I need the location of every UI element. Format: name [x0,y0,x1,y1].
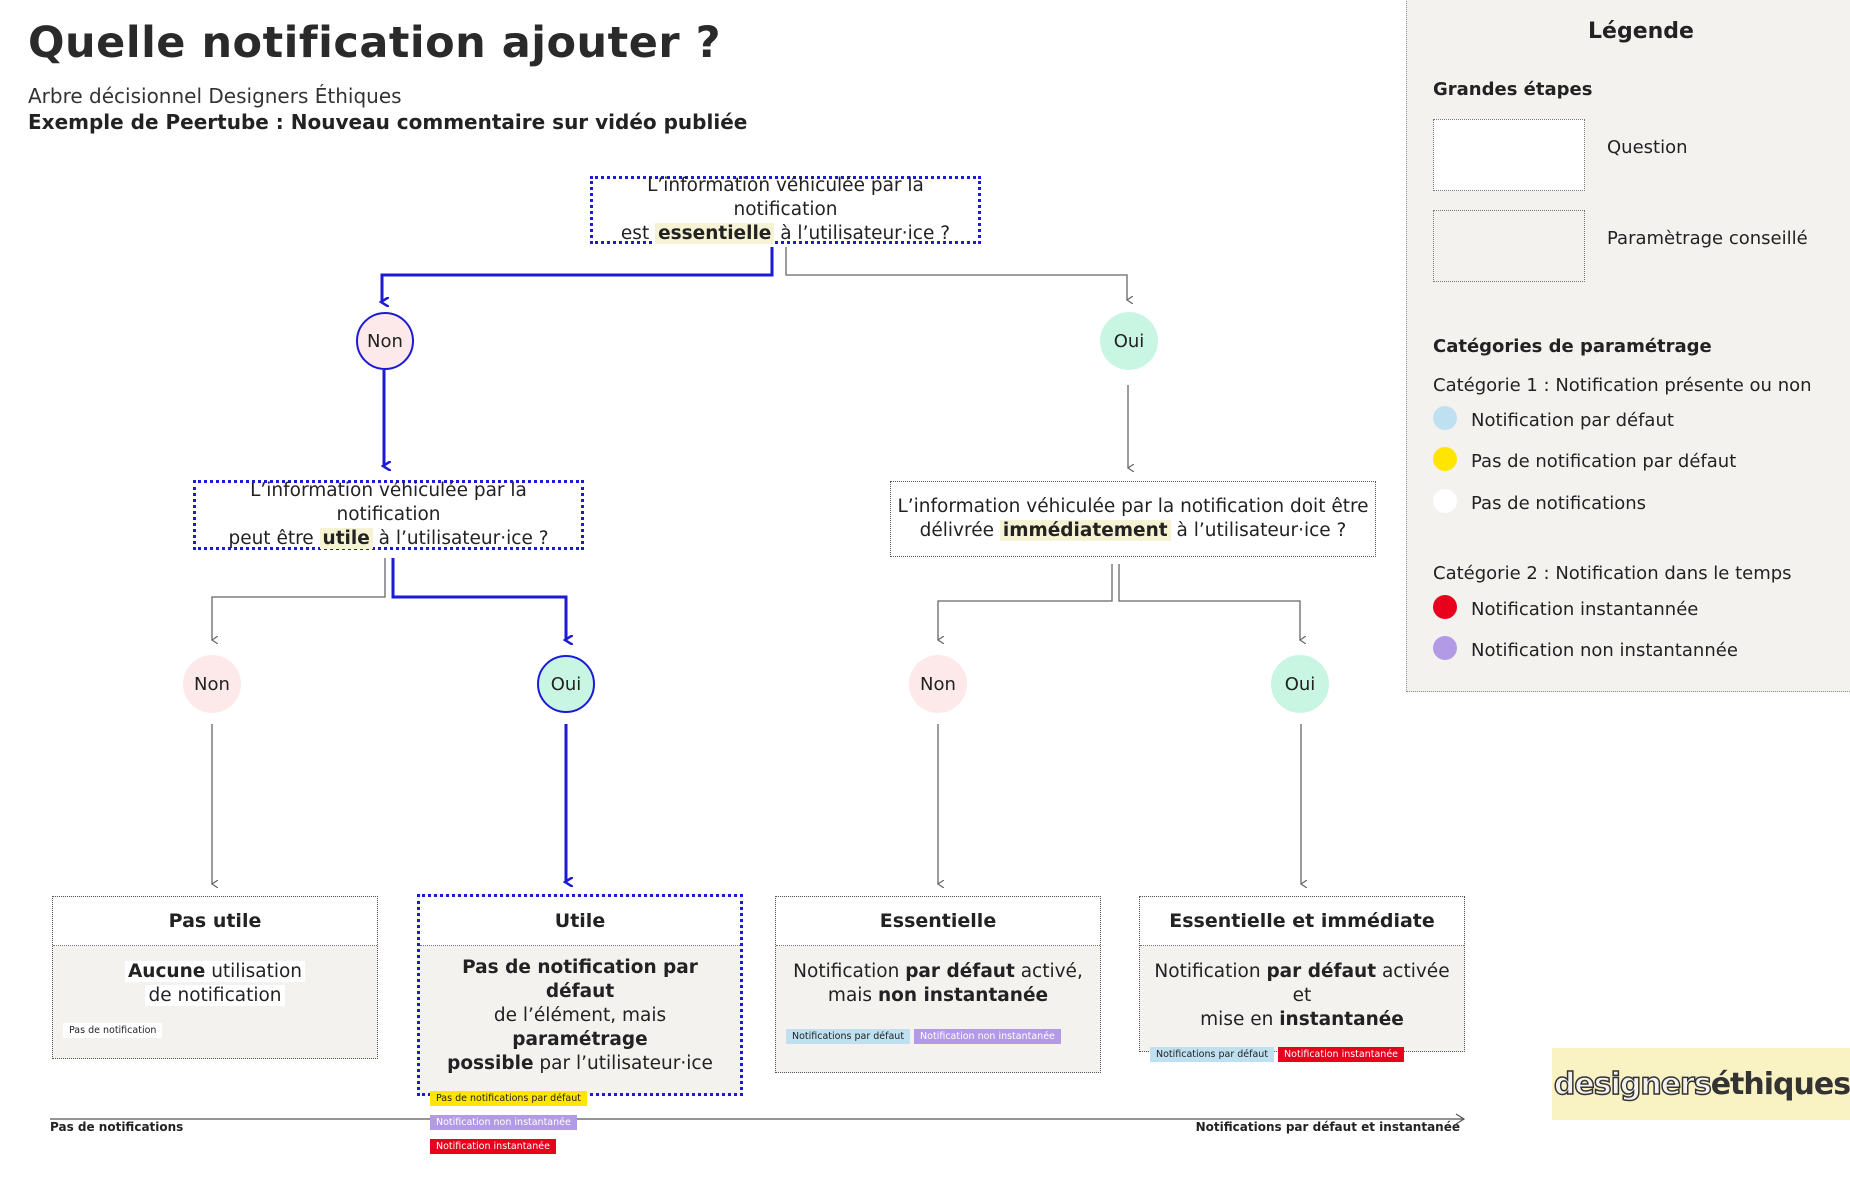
path-q3-oui [1118,564,1300,640]
legend-sample-parametrage [1433,210,1585,282]
tag-notification-non-instantanee: Notification non instantanée [430,1115,577,1130]
tag-notification-instantanee: Notification instantanée [430,1139,556,1154]
result-title: Essentielle et immédiate [1140,897,1464,946]
tag-notification-non-instantanee: Notification non instantanée [914,1029,1061,1044]
result-essentielle-immediate: Essentielle et immédiate Notification pa… [1139,896,1465,1062]
path-q3-non [938,564,1113,640]
page-title: Quelle notification ajouter ? [28,18,722,68]
legend-cat1-item2: Pas de notification par défaut [1471,451,1737,472]
path-q1-non [382,247,774,302]
axis-arrowhead [1455,1113,1466,1125]
answer-oui-q3: Oui [1271,655,1329,713]
legend-cat1-item3: Pas de notifications [1471,493,1646,514]
question-line2: est essentielle à l’utilisateur·ice ? [620,223,951,244]
question-line2: peut être utile à l’utilisateur·ice ? [228,528,549,549]
path-q1-oui [785,247,1127,300]
question-utile: L’information véhiculée par la notificat… [193,480,584,550]
result-title: Essentielle [776,897,1100,946]
question-line1: L’information véhiculée par la notificat… [897,496,1369,517]
legend-panel: Légende Grandes étapes Question Paramètr… [1406,0,1850,692]
answer-non-q2: Non [183,655,241,713]
result-title: Utile [420,897,740,946]
answer-non-q3: Non [909,655,967,713]
legend-cat1: Catégorie 1 : Notification présente ou n… [1433,375,1812,396]
result-pas-utile: Pas utile Aucune utilisation de notifica… [52,896,378,1059]
legend-section-categories: Catégories de paramétrage [1433,336,1712,357]
legend-dot-white [1433,489,1457,513]
result-tags: Pas de notifications par défautNotificat… [420,1082,740,1158]
answer-non-q1: Non [356,312,414,370]
legend-cat2-item1: Notification instantannée [1471,599,1699,620]
page-subtitle: Arbre décisionnel Designers Éthiques [28,84,402,108]
path-q2-non [212,558,386,640]
axis-label-right: Notifications par défaut et instantanée [1195,1120,1460,1134]
legend-dot-purple [1433,636,1457,660]
legend-cat2: Catégorie 2 : Notification dans le temps [1433,563,1792,584]
tag-pas-de-notification-par-defaut: Pas de notifications par défaut [430,1091,587,1106]
result-title: Pas utile [53,897,377,946]
axis-label-left: Pas de notifications [50,1120,184,1134]
legend-label-question: Question [1607,137,1688,158]
result-utile: Utile Pas de notification par défaut de … [417,894,743,1154]
legend-label-parametrage: Paramètrage conseillé [1607,228,1808,249]
legend-dot-red [1433,595,1457,619]
legend-cat2-item2: Notification non instantannée [1471,640,1738,661]
legend-dot-blue [1433,406,1457,430]
legend-title: Légende [1588,19,1694,44]
legend-section-etapes: Grandes étapes [1433,79,1593,100]
result-tags: Pas de notification [53,1014,377,1042]
legend-dot-yellow [1433,447,1457,471]
answer-oui-q2: Oui [537,655,595,713]
tag-notifications-par-defaut: Notifications par défaut [786,1029,911,1044]
tag-pas-de-notification: Pas de notification [63,1023,163,1038]
result-description: Notification par défaut activé, mais non… [793,961,1083,1006]
legend-sample-question [1433,119,1585,191]
question-immediatement: L’information véhiculée par la notificat… [890,481,1376,557]
tag-notifications-par-defaut: Notifications par défaut [1150,1047,1275,1062]
result-description: Notification par défaut activée et mise … [1154,961,1450,1030]
result-description: Aucune utilisation de notification [53,946,377,1014]
tag-notification-instantanee: Notification instantanée [1278,1047,1405,1062]
answer-oui-q1: Oui [1100,312,1158,370]
result-description: Pas de notification par défaut de l’élém… [447,957,713,1074]
question-line1: L’information véhiculée par la notificat… [647,175,924,220]
result-essentielle: Essentielle Notification par défaut acti… [775,896,1101,1073]
question-line2: délivrée immédiatement à l’utilisateur·i… [919,520,1347,541]
question-line1: L’information véhiculée par la notificat… [250,480,527,525]
page-example: Exemple de Peertube : Nouveau commentair… [28,110,748,134]
legend-cat1-item1: Notification par défaut [1471,410,1674,431]
path-q2-oui [391,558,566,640]
question-essentielle: L’information véhiculée par la notificat… [590,175,981,244]
